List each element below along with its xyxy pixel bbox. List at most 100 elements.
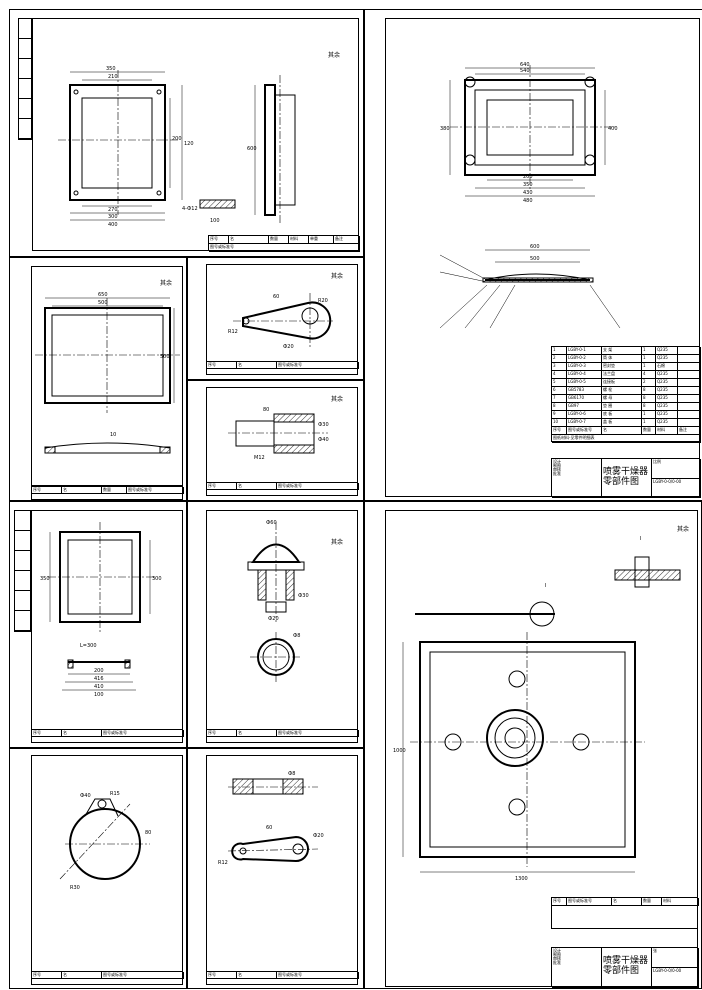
dim-p4-60: 60 bbox=[273, 294, 279, 300]
bom-mini-table: 序号 图号或标准号 名 数量 材料 bbox=[551, 897, 699, 929]
bom-hdr-material: 材料 bbox=[656, 427, 678, 435]
bom-cell-code: LGBY-0-1 bbox=[567, 347, 602, 355]
title-block: 序号 名 图号或标准号 bbox=[206, 729, 359, 743]
sleeve-drawing: 80 Ф30 Ф40 M12 bbox=[228, 407, 329, 461]
bom-cell-qty: 8 bbox=[642, 403, 656, 411]
tb-name: 名 bbox=[237, 972, 277, 979]
dim-p5-d40: Ф40 bbox=[318, 437, 329, 443]
dim-p5-d30: Ф30 bbox=[318, 422, 329, 428]
bom-cell-remark bbox=[678, 395, 701, 403]
tb-drawing-no: LGBY-0-0/0-00 bbox=[652, 968, 699, 988]
sheet-assembly-drawing: 640 540 380 400 200 350 430 480 600 500 … bbox=[364, 9, 702, 501]
bom-hdr-remark: 备注 bbox=[678, 427, 701, 435]
detail-label-i: I bbox=[640, 536, 641, 542]
bom-cell-no: 10 bbox=[552, 419, 567, 427]
bom-cell-remark bbox=[678, 403, 701, 411]
dim-p2-500: 500 bbox=[530, 256, 540, 262]
dim-p7-d60: Ф60 bbox=[266, 520, 277, 526]
bom-cell-name: 螺 栓 bbox=[602, 387, 642, 395]
dim-p5-m12: M12 bbox=[254, 455, 265, 461]
main-title-block: 设计 制图 审核 批准 喷雾干燥器零部件图 张 LGBY-0-0/0-00 bbox=[551, 947, 699, 988]
tb-signatures: 设计 制图 审核 批准 bbox=[552, 948, 602, 988]
tb-serial: 序号 bbox=[207, 483, 237, 490]
sheet-base-drawing: I I 1300 1000 其余 序号 图号或标准号 名 数量 材料 设计 制图… bbox=[364, 501, 702, 989]
bom-hdr-serial: 序号 bbox=[552, 427, 567, 435]
roughness-note: 其余 bbox=[160, 280, 173, 287]
tb-name: 名 bbox=[62, 730, 102, 737]
tb-serial: 序号 bbox=[207, 362, 237, 369]
dim-p7-d8: Ф8 bbox=[293, 633, 301, 639]
bom-cell-name: 筒 体 bbox=[602, 355, 642, 363]
sheet-frame bbox=[31, 266, 183, 486]
dim-p8-r30: R30 bbox=[70, 885, 80, 891]
revision-strip bbox=[14, 510, 31, 632]
dim-p6-100: 100 bbox=[94, 692, 104, 698]
bom-cell-mat: Q235 bbox=[656, 395, 678, 403]
tb-serial: 序号 bbox=[207, 972, 237, 979]
dim-p3-500b: 500 bbox=[160, 354, 170, 360]
sheet-arm-drawing: 60 Ф20 R12 Ф8 序号 名 图号或标准号 bbox=[187, 748, 364, 989]
cover-drawing: 350 300 200 416 410 100 L=300 bbox=[40, 522, 162, 698]
dim-p2-480: 480 bbox=[523, 198, 533, 204]
bom-cell-no: 5 bbox=[552, 379, 567, 387]
title-block: 序号 名 图号或标准号 bbox=[206, 482, 359, 496]
dim-p2-600: 600 bbox=[530, 244, 540, 250]
assembly-drawing: 640 540 380 400 200 350 430 480 600 500 bbox=[439, 62, 621, 329]
tb-ref: 图号或标准号 bbox=[277, 972, 359, 979]
bom-mini-qty: 数量 bbox=[642, 898, 662, 906]
tb-name: 名 bbox=[62, 487, 102, 494]
tb-drawing-no: LGBY-0-0/0-00 bbox=[652, 479, 701, 498]
tb-serial: 序号 bbox=[32, 730, 62, 737]
roughness-note: 其余 bbox=[331, 396, 344, 403]
dim-p1-400: 400 bbox=[108, 222, 118, 228]
tb-checked: 审核 bbox=[553, 467, 561, 472]
tb-serial: 序号 bbox=[209, 236, 229, 244]
title-block: 序号 名 图号或标准号 bbox=[206, 361, 359, 375]
tb-drawn: 制图 bbox=[553, 463, 561, 468]
tb-name: 名 bbox=[237, 483, 277, 490]
bom-cell-qty: 1 bbox=[642, 347, 656, 355]
bom-cell-mat: Q235 bbox=[656, 371, 678, 379]
tb-name: 名 bbox=[237, 730, 277, 737]
dim-p9-60: 60 bbox=[266, 825, 272, 831]
sheet-link-drawing: R20 60 Ф20 R12 其余 序号 名 图号或标准号 bbox=[187, 257, 364, 380]
dim-p6-410: 410 bbox=[94, 684, 104, 690]
sheet-plate-drawing: 650 500 500 10 其余 序号 名 数量 图号或标准号 bbox=[9, 257, 187, 501]
bom-material-note: 图纸材料-见零件明细表 bbox=[552, 435, 701, 443]
sheet-bracket-drawing: 350 210 200 120 270 300 400 600 100 4-Ф1… bbox=[9, 9, 364, 257]
dim-p8-80: 80 bbox=[145, 830, 151, 836]
tb-designed: 设计 bbox=[553, 459, 561, 464]
bom-cell-mat: Q235 bbox=[656, 403, 678, 411]
link-drawing: R20 60 Ф20 R12 bbox=[228, 293, 333, 350]
bom-cell-mat: 石棉 bbox=[656, 363, 678, 371]
bom-mini-material: 材料 bbox=[662, 898, 699, 906]
tb-assembly-name: 喷雾干燥器零部件图 bbox=[602, 948, 652, 988]
bom-cell-qty: 8 bbox=[642, 395, 656, 403]
sheet-frame bbox=[32, 18, 359, 251]
dim-p1-120: 120 bbox=[184, 141, 194, 147]
dim-p10-1300: 1300 bbox=[515, 876, 528, 882]
tb-name: 名 bbox=[229, 236, 269, 244]
bom-cell-code: GB97 bbox=[567, 403, 602, 411]
bom-cell-qty: 1 bbox=[642, 363, 656, 371]
bom-mini-name: 名 bbox=[612, 898, 642, 906]
tb-serial: 序号 bbox=[32, 972, 62, 979]
tb-ref: 图号或标准号 bbox=[102, 972, 184, 979]
roughness-note: 其余 bbox=[677, 526, 690, 533]
bom-cell-qty: 1 bbox=[642, 419, 656, 427]
tb-material: 材料 bbox=[289, 236, 309, 244]
dim-p2-540: 540 bbox=[520, 68, 530, 74]
dim-p6-350: 350 bbox=[40, 576, 50, 582]
dim-p5-80: 80 bbox=[263, 407, 269, 413]
bom-cell-code: LGBY-0-4 bbox=[567, 371, 602, 379]
bom-cell-mat: Q235 bbox=[656, 419, 678, 427]
dim-p3-650: 650 bbox=[98, 292, 108, 298]
dim-p1-300: 300 bbox=[108, 214, 118, 220]
tb-ref: 图号或标准号 bbox=[277, 483, 359, 490]
tb-designed: 设计 bbox=[553, 948, 561, 953]
dim-p2-430: 430 bbox=[523, 190, 533, 196]
bom-cell-code: GB5783 bbox=[567, 387, 602, 395]
bom-cell-no: 3 bbox=[552, 363, 567, 371]
dim-p6-416: 416 bbox=[94, 676, 104, 682]
